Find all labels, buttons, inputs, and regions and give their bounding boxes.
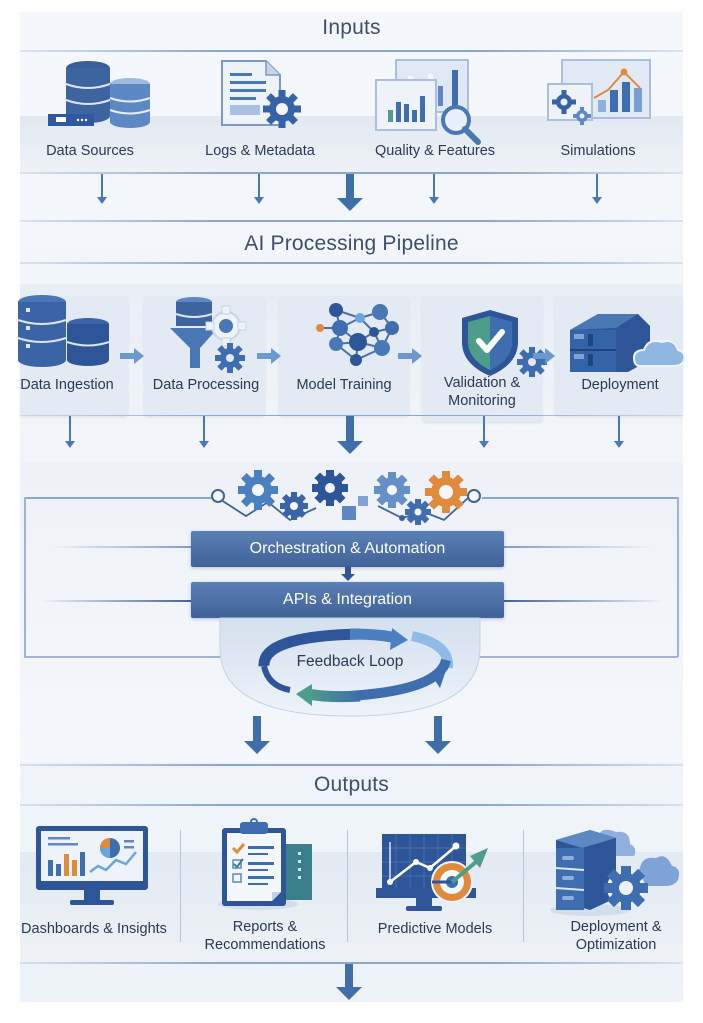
connector-line	[504, 546, 654, 548]
stage-model-training	[279, 296, 409, 416]
connector-arrowhead	[341, 574, 355, 581]
server-cloud-icon	[570, 314, 686, 372]
connector-line	[40, 600, 191, 602]
orchestration-automation-bar: Orchestration & Automation	[191, 531, 504, 567]
output-label-reports: Reports &	[232, 919, 298, 935]
divider	[20, 262, 683, 264]
funnel-gear-icon	[170, 297, 247, 373]
database-icon	[17, 295, 110, 367]
output-label-recommendations: Recommendations	[204, 937, 326, 953]
divider	[20, 962, 683, 964]
server-gear-cloud-icon	[550, 829, 680, 916]
connector-line	[504, 600, 664, 602]
right-arrow	[257, 348, 281, 364]
stage-label-data-processing: Data Processing	[152, 377, 260, 393]
main-down-arrow	[337, 174, 363, 211]
main-down-arrow	[336, 964, 362, 1000]
separator	[180, 830, 181, 942]
simulation-chart-icon	[547, 59, 651, 125]
right-arrow	[533, 348, 555, 364]
input-label-simulations: Simulations	[560, 143, 636, 159]
down-arrow	[199, 416, 209, 448]
feedback-loop-label: Feedback Loop	[296, 653, 404, 670]
down-arrow	[614, 416, 624, 448]
divider	[20, 804, 683, 806]
divider	[20, 220, 683, 222]
right-arrow	[120, 348, 144, 364]
input-label-quality-features: Quality & Features	[374, 143, 496, 159]
target-chart-icon	[376, 834, 488, 911]
frame-line	[24, 497, 214, 499]
connector-arrow	[345, 567, 351, 575]
stage-label-deployment: Deployment	[581, 377, 659, 393]
document-gear-icon	[221, 60, 301, 128]
stage-label-model-training: Model Training	[296, 377, 392, 393]
output-label-deployment: Deployment &	[570, 919, 662, 935]
clipboard-checklist-icon	[218, 818, 312, 910]
gears-workflow-icon	[211, 470, 481, 525]
connector-line	[50, 546, 191, 548]
stage-label-monitoring: Monitoring	[448, 393, 516, 409]
separator	[347, 830, 348, 942]
down-arrow	[65, 416, 75, 448]
right-arrow	[398, 348, 422, 364]
inputs-title: Inputs	[322, 16, 381, 39]
down-arrow	[244, 716, 270, 754]
pipeline-title: AI Processing Pipeline	[244, 232, 459, 255]
separator	[523, 830, 524, 942]
chart-magnifier-icon	[375, 59, 481, 145]
frame-line	[677, 497, 679, 657]
frame-line	[482, 497, 678, 499]
down-arrow	[254, 174, 264, 204]
down-arrow	[429, 174, 439, 204]
shield-check-icon	[462, 310, 547, 377]
main-down-arrow	[337, 416, 363, 454]
apis-integration-bar: APIs & Integration	[191, 582, 504, 618]
output-label-predictive-models: Predictive Models	[377, 921, 493, 937]
outputs-title: Outputs	[314, 773, 389, 796]
input-label-data-sources: Data Sources	[46, 143, 134, 159]
divider	[20, 764, 683, 766]
dashboard-monitor-icon	[36, 826, 148, 905]
database-icon	[48, 61, 151, 128]
stage-label-validation: Validation &	[443, 375, 521, 391]
down-arrow	[592, 174, 602, 204]
output-label-dashboards: Dashboards & Insights	[21, 921, 167, 937]
output-label-optimization: Optimization	[575, 937, 657, 953]
frame-line	[476, 656, 678, 658]
down-arrow	[479, 416, 489, 448]
diagram-canvas: Inputs	[17, 12, 686, 1002]
divider	[20, 50, 683, 52]
divider	[20, 415, 683, 416]
frame-line	[24, 497, 26, 657]
neural-network-icon	[316, 303, 399, 366]
down-arrow	[97, 174, 107, 204]
feedback-loop-icon	[219, 617, 481, 717]
divider	[20, 172, 683, 174]
input-label-logs-metadata: Logs & Metadata	[205, 143, 315, 159]
down-arrow	[425, 716, 451, 754]
frame-line	[24, 656, 224, 658]
stage-label-data-ingestion: Data Ingestion	[20, 377, 114, 393]
